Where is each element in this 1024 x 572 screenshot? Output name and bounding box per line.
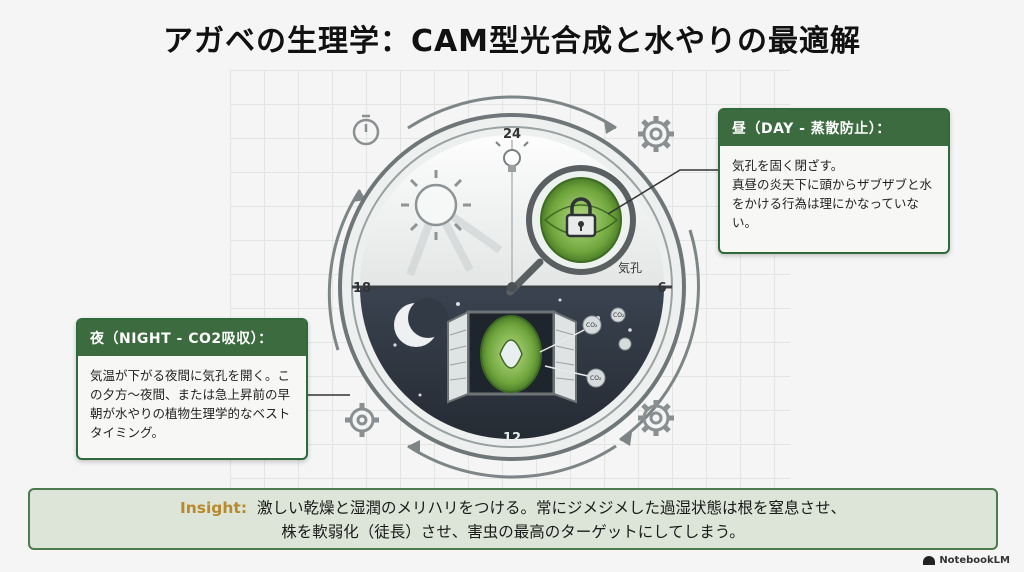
day-box-body: 気孔を固く閉ざす。 真昼の炎天下に頭からザブザブと水をかける行為は理にかなってい… bbox=[732, 158, 933, 230]
gear-icon-bottom-right bbox=[638, 400, 674, 436]
brand-label: NotebookLM bbox=[939, 555, 1010, 566]
lock-icon bbox=[565, 197, 597, 238]
co2-label-1: CO₂ bbox=[586, 322, 598, 329]
stoma-magnifier bbox=[506, 165, 636, 296]
page-title: アガベの生理学：CAM型光合成と水やりの最適解 bbox=[162, 24, 862, 59]
timer-icon bbox=[352, 114, 380, 146]
day-connector-line bbox=[607, 169, 718, 215]
night-info-box: 夜（NIGHT - CO2吸収）： 気温が下がる夜間に気孔を開く。この夕方〜夜間… bbox=[76, 318, 308, 460]
clock-pivot bbox=[507, 282, 517, 292]
insight-text-1: 激しい乾燥と湿潤のメリハリをつける。常にジメジメした過湿状態は根を窒息させ、 bbox=[257, 499, 847, 517]
night-box-header: 夜（NIGHT - CO2吸収）： bbox=[78, 320, 306, 356]
day-box-header: 昼（DAY - 蒸散防止）： bbox=[720, 110, 948, 146]
co2-flow-arrows bbox=[539, 329, 589, 377]
stoma-label: 気孔 bbox=[618, 260, 642, 275]
co2-label-2: CO₂ bbox=[613, 312, 625, 319]
insight-box: Insight: 激しい乾燥と湿潤のメリハリをつける。常にジメジメした過湿状態は根… bbox=[28, 488, 998, 550]
day-info-box: 昼（DAY - 蒸散防止）： 気孔を固く閉ざす。 真昼の炎天下に頭からザブザブと… bbox=[718, 108, 950, 254]
sun-icon bbox=[401, 170, 471, 240]
lightbulb-icon bbox=[495, 141, 529, 172]
co2-bubbles bbox=[582, 307, 632, 388]
insight-label: Insight: bbox=[179, 499, 248, 517]
co2-label-3: CO₂ bbox=[590, 375, 602, 382]
hour-18-label: 18 bbox=[353, 281, 371, 296]
notebooklm-logo-icon bbox=[923, 556, 936, 565]
gear-icon-top-right bbox=[638, 116, 674, 152]
hour-12-label: 12 bbox=[503, 431, 521, 446]
insight-text-2: 株を軟弱化（徒長）させ、害虫の最高のターゲットにしてしまう。 bbox=[281, 523, 745, 541]
open-window-stoma bbox=[447, 310, 577, 404]
night-box-body: 気温が下がる夜間に気孔を開く。この夕方〜夜間、または急上昇前の早朝が水やりの植物… bbox=[90, 368, 291, 440]
hour-6-label: 6 bbox=[657, 281, 666, 296]
brand-mark: NotebookLM bbox=[923, 555, 1010, 566]
hour-24-label: 24 bbox=[503, 127, 521, 142]
insight-line-1: Insight: 激しい乾燥と湿潤のメリハリをつける。常にジメジメした過湿状態は根… bbox=[30, 496, 996, 520]
gear-icon-bottom-left bbox=[345, 403, 379, 437]
moon-icon bbox=[394, 298, 448, 347]
